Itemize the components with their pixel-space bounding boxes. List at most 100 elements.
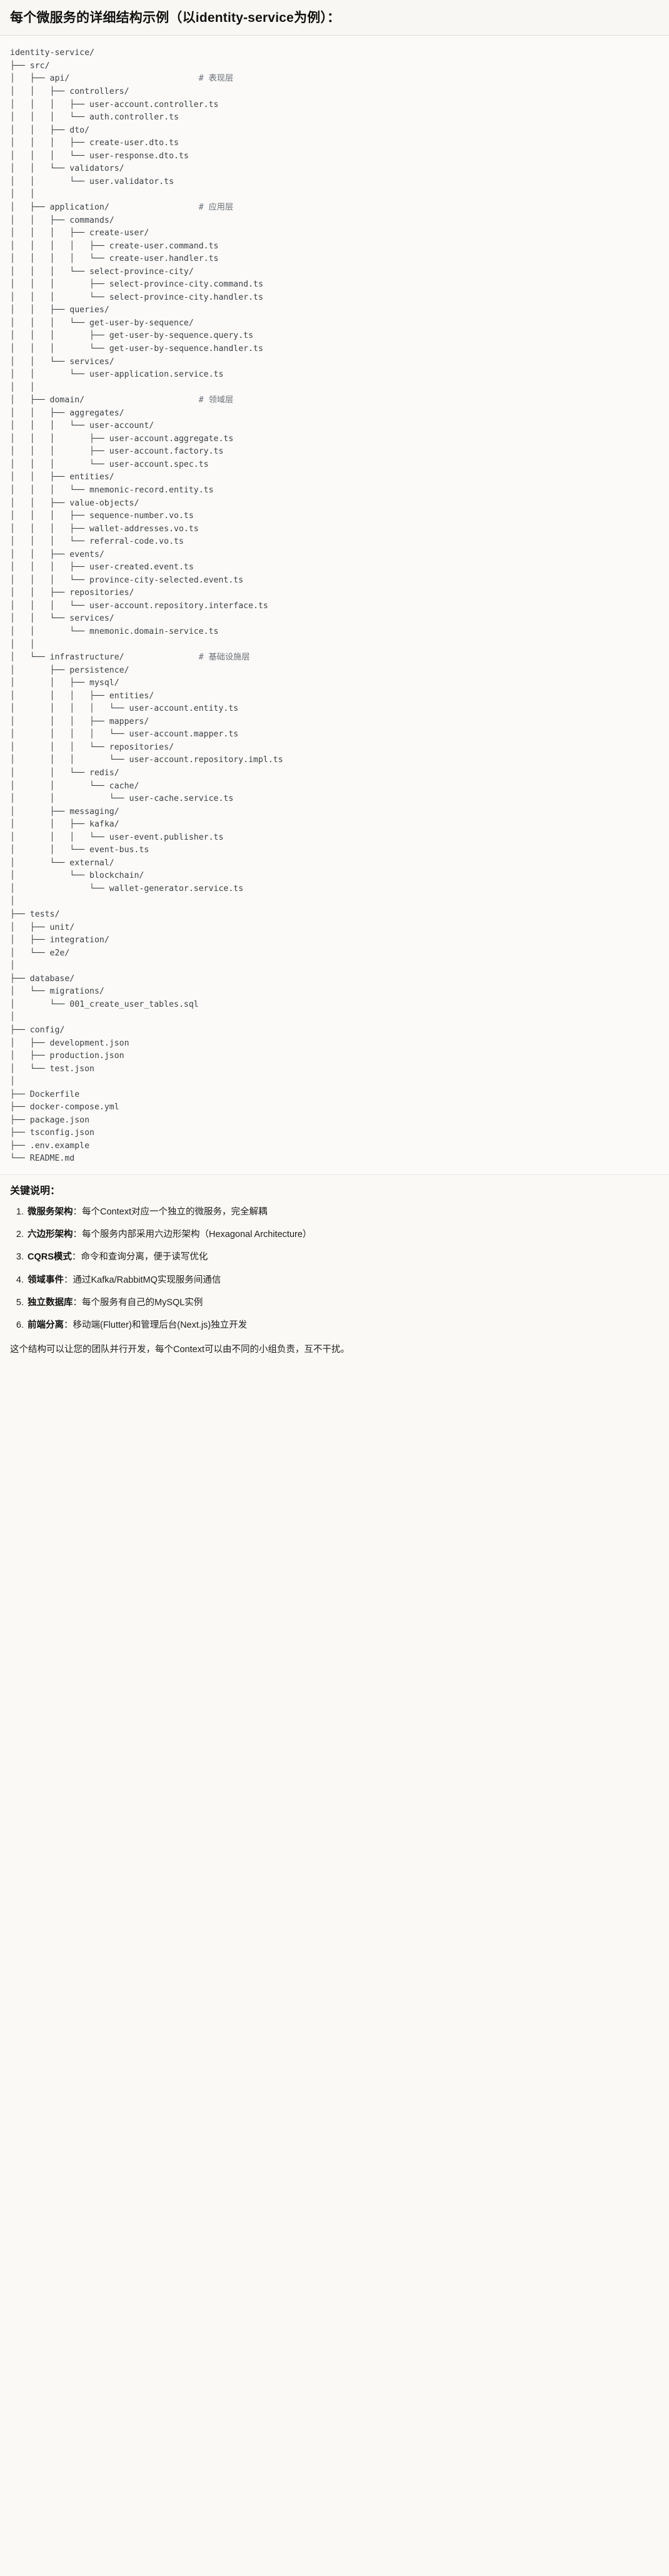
tree-line-path: │ │ │ │ └── user-account.mapper.ts	[10, 730, 239, 740]
tree-line-path: │ ├── messaging/	[10, 807, 119, 817]
key-point-description: ：移动端(Flutter)和管理后台(Next.js)独立开发	[64, 1320, 248, 1330]
tree-line-path: │ │ └── user-cache.service.ts	[10, 794, 234, 804]
tree-line: │ │ │ ├── sequence-number.vo.ts	[10, 510, 659, 523]
tree-line-path: │ │	[10, 190, 35, 200]
tree-line: │ ├── persistence/	[10, 664, 659, 678]
tree-line: │ └── e2e/	[10, 947, 659, 960]
tree-line: │ ├── integration/	[10, 934, 659, 947]
tree-line-path: │ │ ├── entities/	[10, 472, 114, 482]
tree-line: ├── tsconfig.json	[10, 1127, 659, 1140]
tree-line-path: │	[10, 897, 15, 907]
tree-line: │ │	[10, 188, 659, 201]
tree-line-path: │ └── migrations/	[10, 987, 104, 997]
tree-line: │ │ ├── entities/	[10, 471, 659, 484]
tree-line-path: │ │ │ ├── get-user-by-sequence.query.ts	[10, 331, 254, 341]
tree-line: │ │ │ ├── user-account.aggregate.ts	[10, 433, 659, 446]
tree-line: │ │ │ ├── user-created.event.ts	[10, 561, 659, 574]
tree-line-path: │ │ │ └── user-account.spec.ts	[10, 459, 209, 469]
tree-layer-comment: # 领域层	[198, 395, 234, 405]
tree-line-path: │ │ │ └── province-city-selected.event.t…	[10, 575, 244, 585]
tree-line-path: │ │ │ ├── create-user/	[10, 228, 149, 238]
tree-line-path: │	[10, 961, 15, 971]
tree-line-path: │ │ ├── repositories/	[10, 588, 134, 598]
tree-line: │ │ │ └── user-response.dto.ts	[10, 150, 659, 163]
tree-line: │ ├── production.json	[10, 1050, 659, 1063]
tree-line: │ │ └── mnemonic.domain-service.ts	[10, 626, 659, 639]
tree-line-path: │ │ └── cache/	[10, 781, 139, 791]
tree-line-path: │ │ │ ├── user-account.factory.ts	[10, 447, 224, 457]
tree-line: │ │	[10, 639, 659, 652]
tree-line-path: │ │ │ └── user-account.repository.impl.t…	[10, 755, 283, 765]
tree-line: │ │ │ └── user-account.repository.interf…	[10, 600, 659, 613]
tree-line-path: │ │ │ │ └── create-user.handler.ts	[10, 254, 219, 264]
tree-line: │ │ │ └── get-user-by-sequence.handler.t…	[10, 343, 659, 356]
key-point-item: 独立数据库：每个服务有自己的MySQL实例	[26, 1296, 659, 1310]
tree-line-path: │ │ │ ├── select-province-city.command.t…	[10, 280, 263, 290]
closing-paragraph: 这个结构可以让您的团队并行开发，每个Context可以由不同的小组负责，互不干扰…	[10, 1345, 350, 1355]
tree-line: │ │ ├── controllers/	[10, 86, 659, 99]
tree-line: ├── package.json	[10, 1114, 659, 1128]
tree-line-path: │ │ │ └── auth.controller.ts	[10, 113, 179, 123]
tree-line-path: │ │	[10, 639, 35, 649]
tree-line: ├── config/	[10, 1024, 659, 1037]
tree-line-path: identity-service/	[10, 48, 94, 58]
page-title: 每个微服务的详细结构示例（以identity-service为例）：	[0, 0, 669, 36]
tree-line-path: │ │ │ ├── mappers/	[10, 716, 149, 726]
tree-line-path: │ │ │ └── user-response.dto.ts	[10, 151, 189, 161]
tree-line: │ │ └── cache/	[10, 780, 659, 793]
tree-line-path: │ └── 001_create_user_tables.sql	[10, 999, 199, 1009]
tree-line: ├── database/	[10, 973, 659, 986]
tree-line: │ │ └── event-bus.ts	[10, 844, 659, 857]
key-point-term: 微服务架构	[28, 1206, 73, 1217]
key-point-term: 领域事件	[28, 1275, 64, 1285]
tree-line-path: │ │ │ └── user-event.publisher.ts	[10, 832, 224, 842]
tree-line-path: │ │ │ └── select-province-city.handler.t…	[10, 292, 263, 302]
tree-line-path: │ │ │ ├── sequence-number.vo.ts	[10, 511, 194, 521]
tree-line: │ └── infrastructure/ # 基础设施层	[10, 651, 659, 664]
tree-line-path: │ │ │ ├── entities/	[10, 691, 154, 701]
tree-line: │ ├── unit/	[10, 922, 659, 935]
tree-line-path: │ └── e2e/	[10, 948, 70, 958]
tree-line: │ │ └── user-application.service.ts	[10, 369, 659, 382]
tree-line: │ │ │ ├── get-user-by-sequence.query.ts	[10, 330, 659, 343]
tree-line-path: │ ├── integration/	[10, 935, 109, 945]
tree-line: │ │ └── validators/	[10, 163, 659, 176]
tree-line-path: │ └── external/	[10, 858, 114, 868]
tree-line: │ │ │ └── user-account.spec.ts	[10, 459, 659, 472]
tree-line-path: │ │ ├── kafka/	[10, 820, 119, 830]
tree-line-path: ├── docker-compose.yml	[10, 1102, 119, 1112]
document-page: 每个微服务的详细结构示例（以identity-service为例）： ident…	[0, 0, 669, 1368]
tree-line: │ │ │ ├── entities/	[10, 690, 659, 703]
key-point-item: 微服务架构：每个Context对应一个独立的微服务，完全解耦	[26, 1205, 659, 1219]
key-point-item: 前端分离：移动端(Flutter)和管理后台(Next.js)独立开发	[26, 1318, 659, 1333]
tree-line-path: │ │ └── user-application.service.ts	[10, 370, 224, 380]
tree-line: │ │ │ └── province-city-selected.event.t…	[10, 574, 659, 588]
tree-line: │	[10, 1076, 659, 1089]
tree-line-path: │ │ │ └── user-account/	[10, 421, 154, 431]
tree-line-path: │ │ │ └── user-account.repository.interf…	[10, 601, 268, 611]
tree-line: │ └── external/	[10, 857, 659, 870]
key-point-item: 六边形架构：每个服务内部采用六边形架构（Hexagonal Architectu…	[26, 1228, 659, 1242]
tree-line: │ │ │ ├── select-province-city.command.t…	[10, 278, 659, 292]
tree-line: │ │ │ └── select-province-city.handler.t…	[10, 292, 659, 305]
tree-line: │ │ └── user.validator.ts	[10, 176, 659, 189]
tree-line: │ │ └── services/	[10, 356, 659, 369]
tree-line: │ │ │ └── repositories/	[10, 741, 659, 755]
tree-line-path: └── README.md	[10, 1154, 75, 1164]
tree-line-path: │ │ └── services/	[10, 357, 114, 367]
tree-line-path: │ │ ├── controllers/	[10, 87, 129, 97]
tree-line: │ │ │ │ └── user-account.mapper.ts	[10, 728, 659, 741]
tree-line-path: │ ├── unit/	[10, 922, 75, 932]
tree-line-path: │ │ └── user.validator.ts	[10, 176, 174, 186]
tree-line-path: │ │ │ └── get-user-by-sequence.handler.t…	[10, 344, 263, 354]
key-point-description: ：命令和查询分离，便于读写优化	[71, 1252, 208, 1263]
tree-line: │ │ │ ├── create-user.dto.ts	[10, 137, 659, 150]
tree-line-path: │ │ │ ├── create-user.dto.ts	[10, 138, 179, 148]
tree-line: │ │ └── user-cache.service.ts	[10, 793, 659, 806]
tree-line-path: │ │ │ ├── wallet-addresses.vo.ts	[10, 524, 199, 534]
key-point-item: CQRS模式：命令和查询分离，便于读写优化	[26, 1250, 659, 1265]
key-point-description: ：每个服务有自己的MySQL实例	[73, 1297, 203, 1308]
key-point-term: 独立数据库	[28, 1297, 73, 1308]
tree-line: │ │ │ └── mnemonic-record.entity.ts	[10, 484, 659, 497]
tree-line-path: │ │ │ └── get-user-by-sequence/	[10, 318, 194, 328]
